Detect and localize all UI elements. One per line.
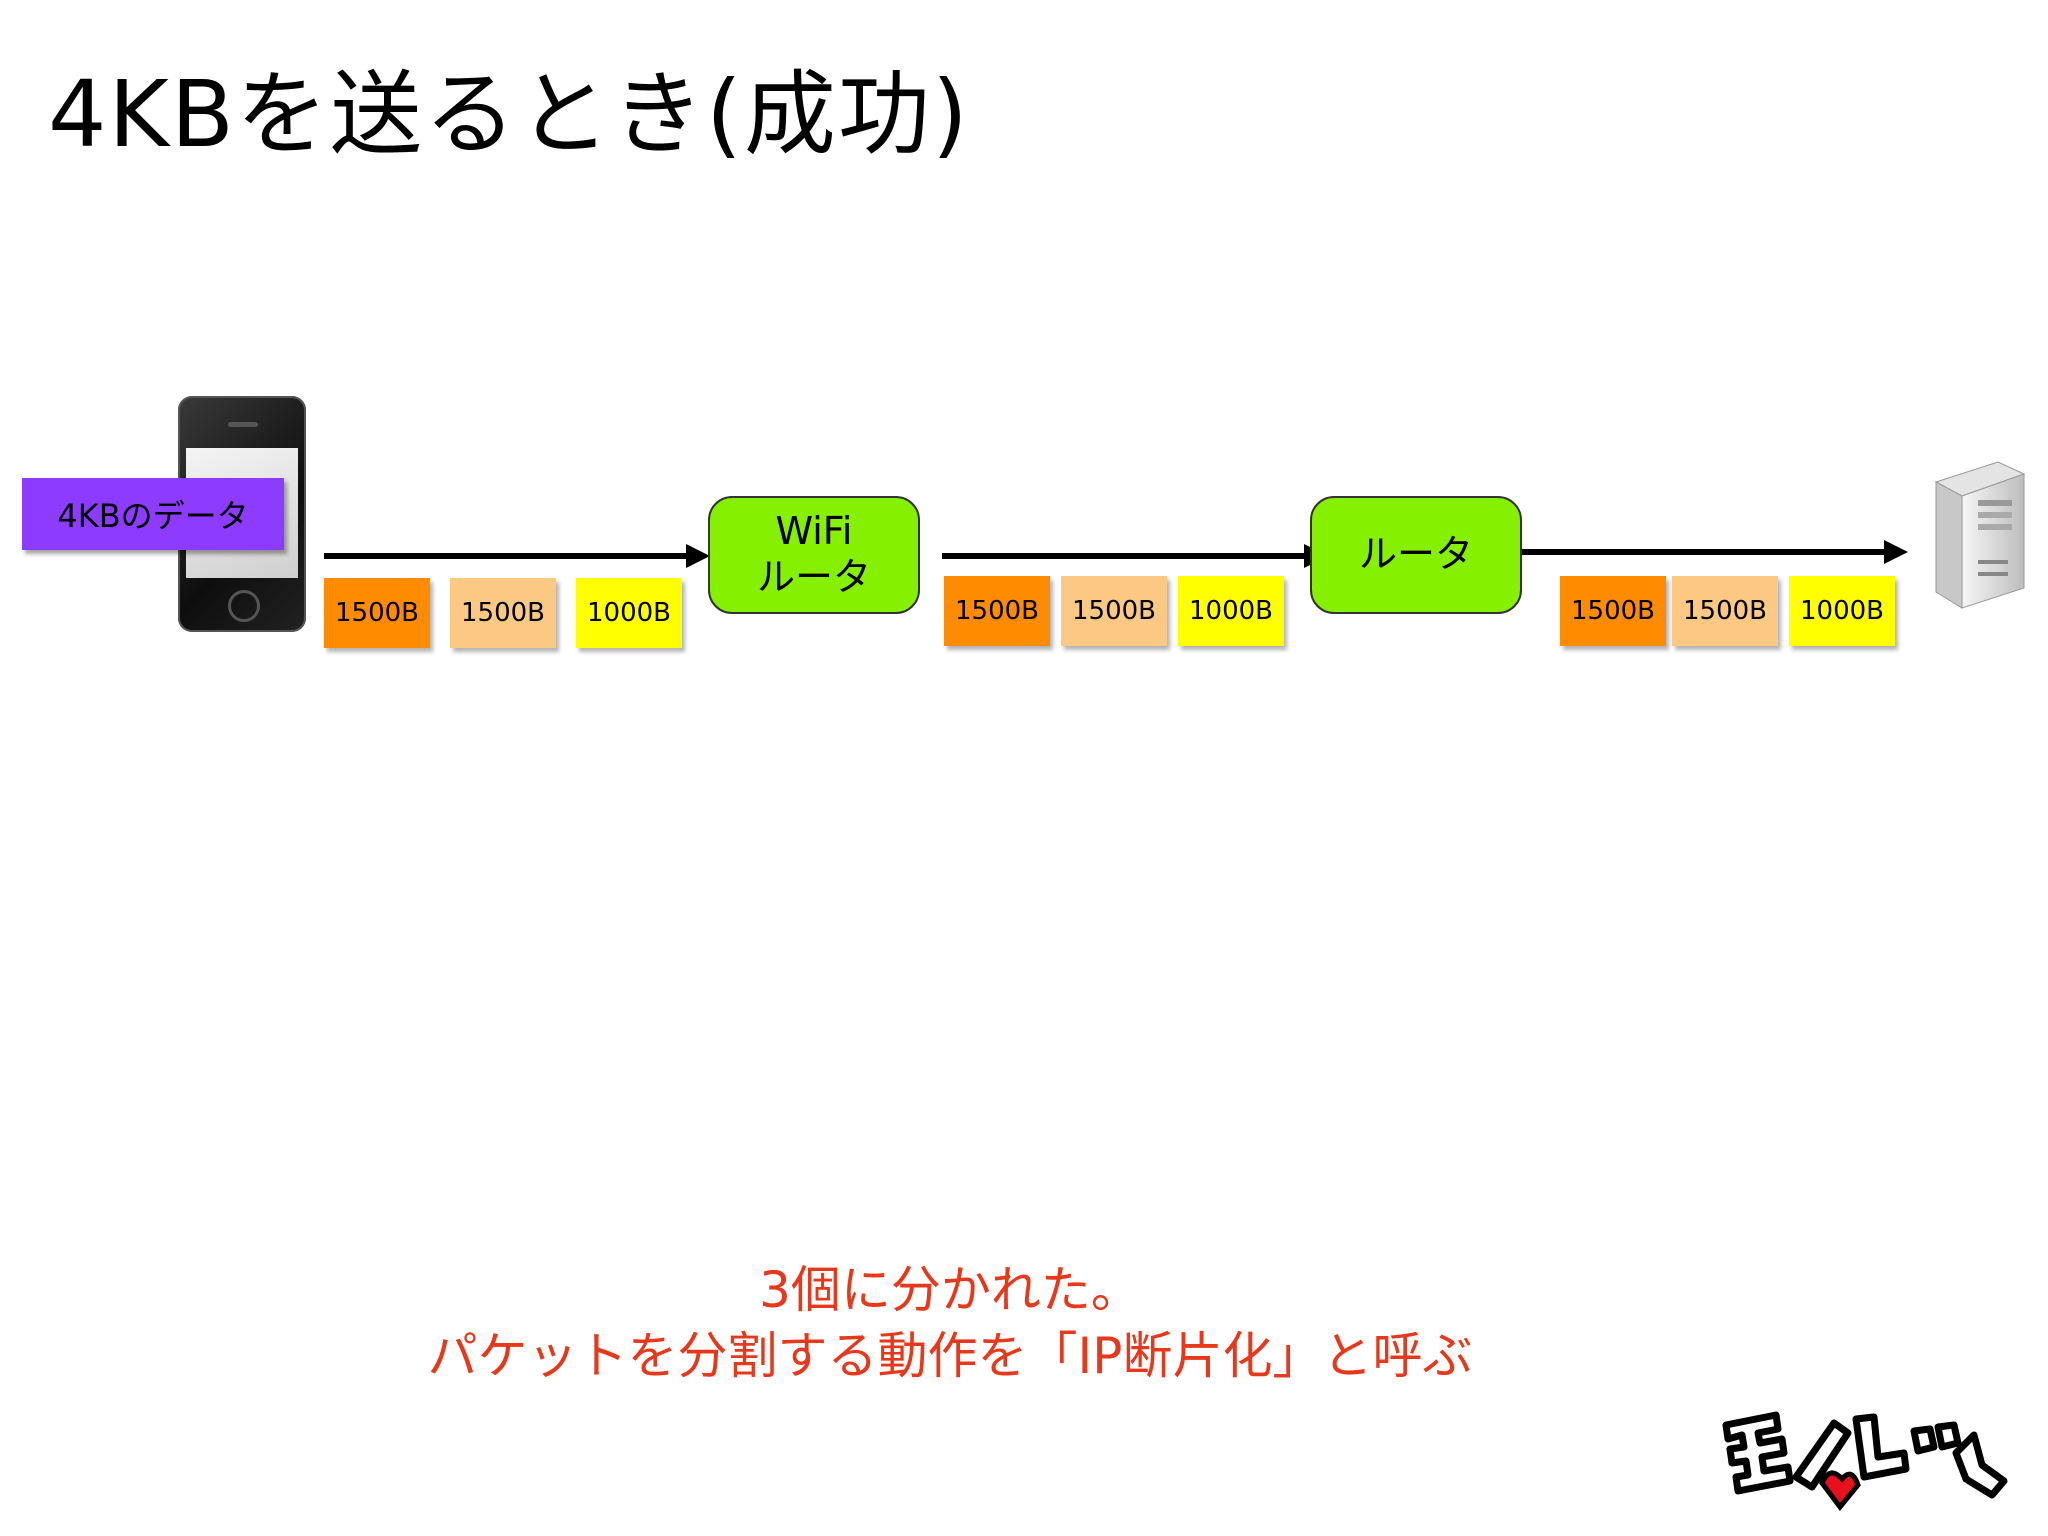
source-data-label: 4KBのデータ — [22, 478, 284, 550]
packet-seg1-3: 1000B — [576, 578, 682, 648]
packet-seg3-2: 1500B — [1672, 576, 1778, 646]
packet-seg2-2: 1500B — [1061, 576, 1167, 646]
wifi-router-line2: ルータ — [756, 555, 871, 599]
wifi-router-line1: WiFi — [775, 509, 853, 554]
arrow-wifi-router-to-router — [942, 544, 1328, 568]
router-line2: ルータ — [1358, 532, 1473, 577]
packet-seg2-3: 1000B — [1178, 576, 1284, 646]
wifi-router-node: WiFi ルータ — [708, 496, 920, 614]
packet-seg3-1: 1500B — [1560, 576, 1666, 646]
packet-seg1-1: 1500B — [324, 578, 430, 648]
packet-seg1-2: 1500B — [450, 578, 556, 648]
monobit-logo — [1722, 1411, 2008, 1512]
packet-seg2-1: 1500B — [944, 576, 1050, 646]
router-node: ルータ — [1310, 496, 1522, 614]
packet-seg3-3: 1000B — [1789, 576, 1895, 646]
smartphone-icon — [178, 396, 306, 632]
caption-line1: 3個に分かれた。 — [759, 1261, 1141, 1319]
caption-line2: パケットを分割する動作を「IP断片化」と呼ぶ — [427, 1327, 1473, 1385]
phone-speaker — [228, 422, 258, 427]
page-title: 4KBを送るとき(成功) — [48, 61, 970, 168]
phone-home-button — [228, 590, 260, 622]
arrow-phone-to-wifi-router — [324, 544, 710, 568]
arrow-router-to-server — [1522, 540, 1908, 564]
server-icon — [1934, 461, 2026, 609]
